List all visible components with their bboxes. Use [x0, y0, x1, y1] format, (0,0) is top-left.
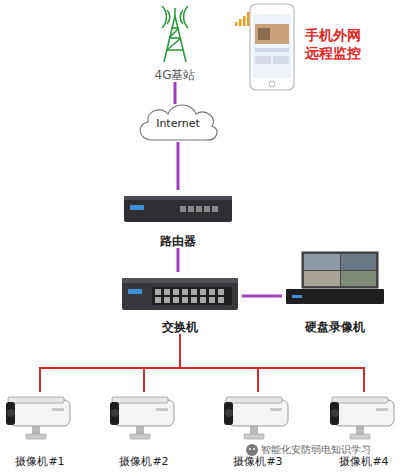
- ip-camera: 摄像机#4: [326, 392, 402, 469]
- network-cable: [174, 82, 177, 104]
- base-station-icon: [162, 6, 188, 62]
- base-station: 4G基站: [145, 3, 205, 82]
- network-cable: [242, 295, 282, 298]
- ip-camera: 摄像机#3: [220, 392, 296, 469]
- router: 路由器: [120, 190, 236, 248]
- ip-camera: 摄像机#1: [2, 392, 78, 469]
- ip-camera: 摄像机#2: [106, 392, 182, 469]
- network-cable: [180, 334, 258, 392]
- network-cable: [144, 334, 180, 392]
- network-cable: [177, 142, 180, 190]
- node-label: Internet: [156, 117, 200, 130]
- phone-icon: [250, 4, 294, 90]
- node-label: 硬盘录像机: [305, 320, 365, 334]
- network-cable: [40, 334, 180, 392]
- node-label: 路由器: [160, 234, 196, 248]
- watermark: 智能化安防弱电知识学习: [261, 444, 371, 456]
- phone-client: 手机外网 远程监控: [247, 2, 397, 92]
- nvr-recorder: 硬盘录像机: [282, 250, 388, 334]
- node-label: 交换机: [162, 320, 198, 334]
- camera-icons: [6, 397, 394, 439]
- network-switch: 交换机: [118, 272, 242, 334]
- internet-cloud: Internet: [140, 104, 216, 142]
- node-label: 摄像机#2: [119, 455, 168, 469]
- wechat-icon: [246, 444, 258, 456]
- network-cable: [180, 334, 364, 392]
- node-label: 摄像机#1: [15, 455, 64, 469]
- switch-icon: [122, 278, 238, 310]
- node-label: 摄像机#4: [339, 455, 388, 469]
- node-label: 手机外网 远程监控: [305, 26, 371, 62]
- signal-bars-icon: [235, 12, 250, 26]
- node-label: 摄像机#3: [233, 455, 282, 469]
- router-icon: [124, 196, 232, 222]
- node-label: 4G基站: [155, 68, 196, 82]
- internet-cloud-shape: [140, 105, 217, 140]
- network-cable: [177, 248, 180, 272]
- nvr-icon: [286, 252, 384, 304]
